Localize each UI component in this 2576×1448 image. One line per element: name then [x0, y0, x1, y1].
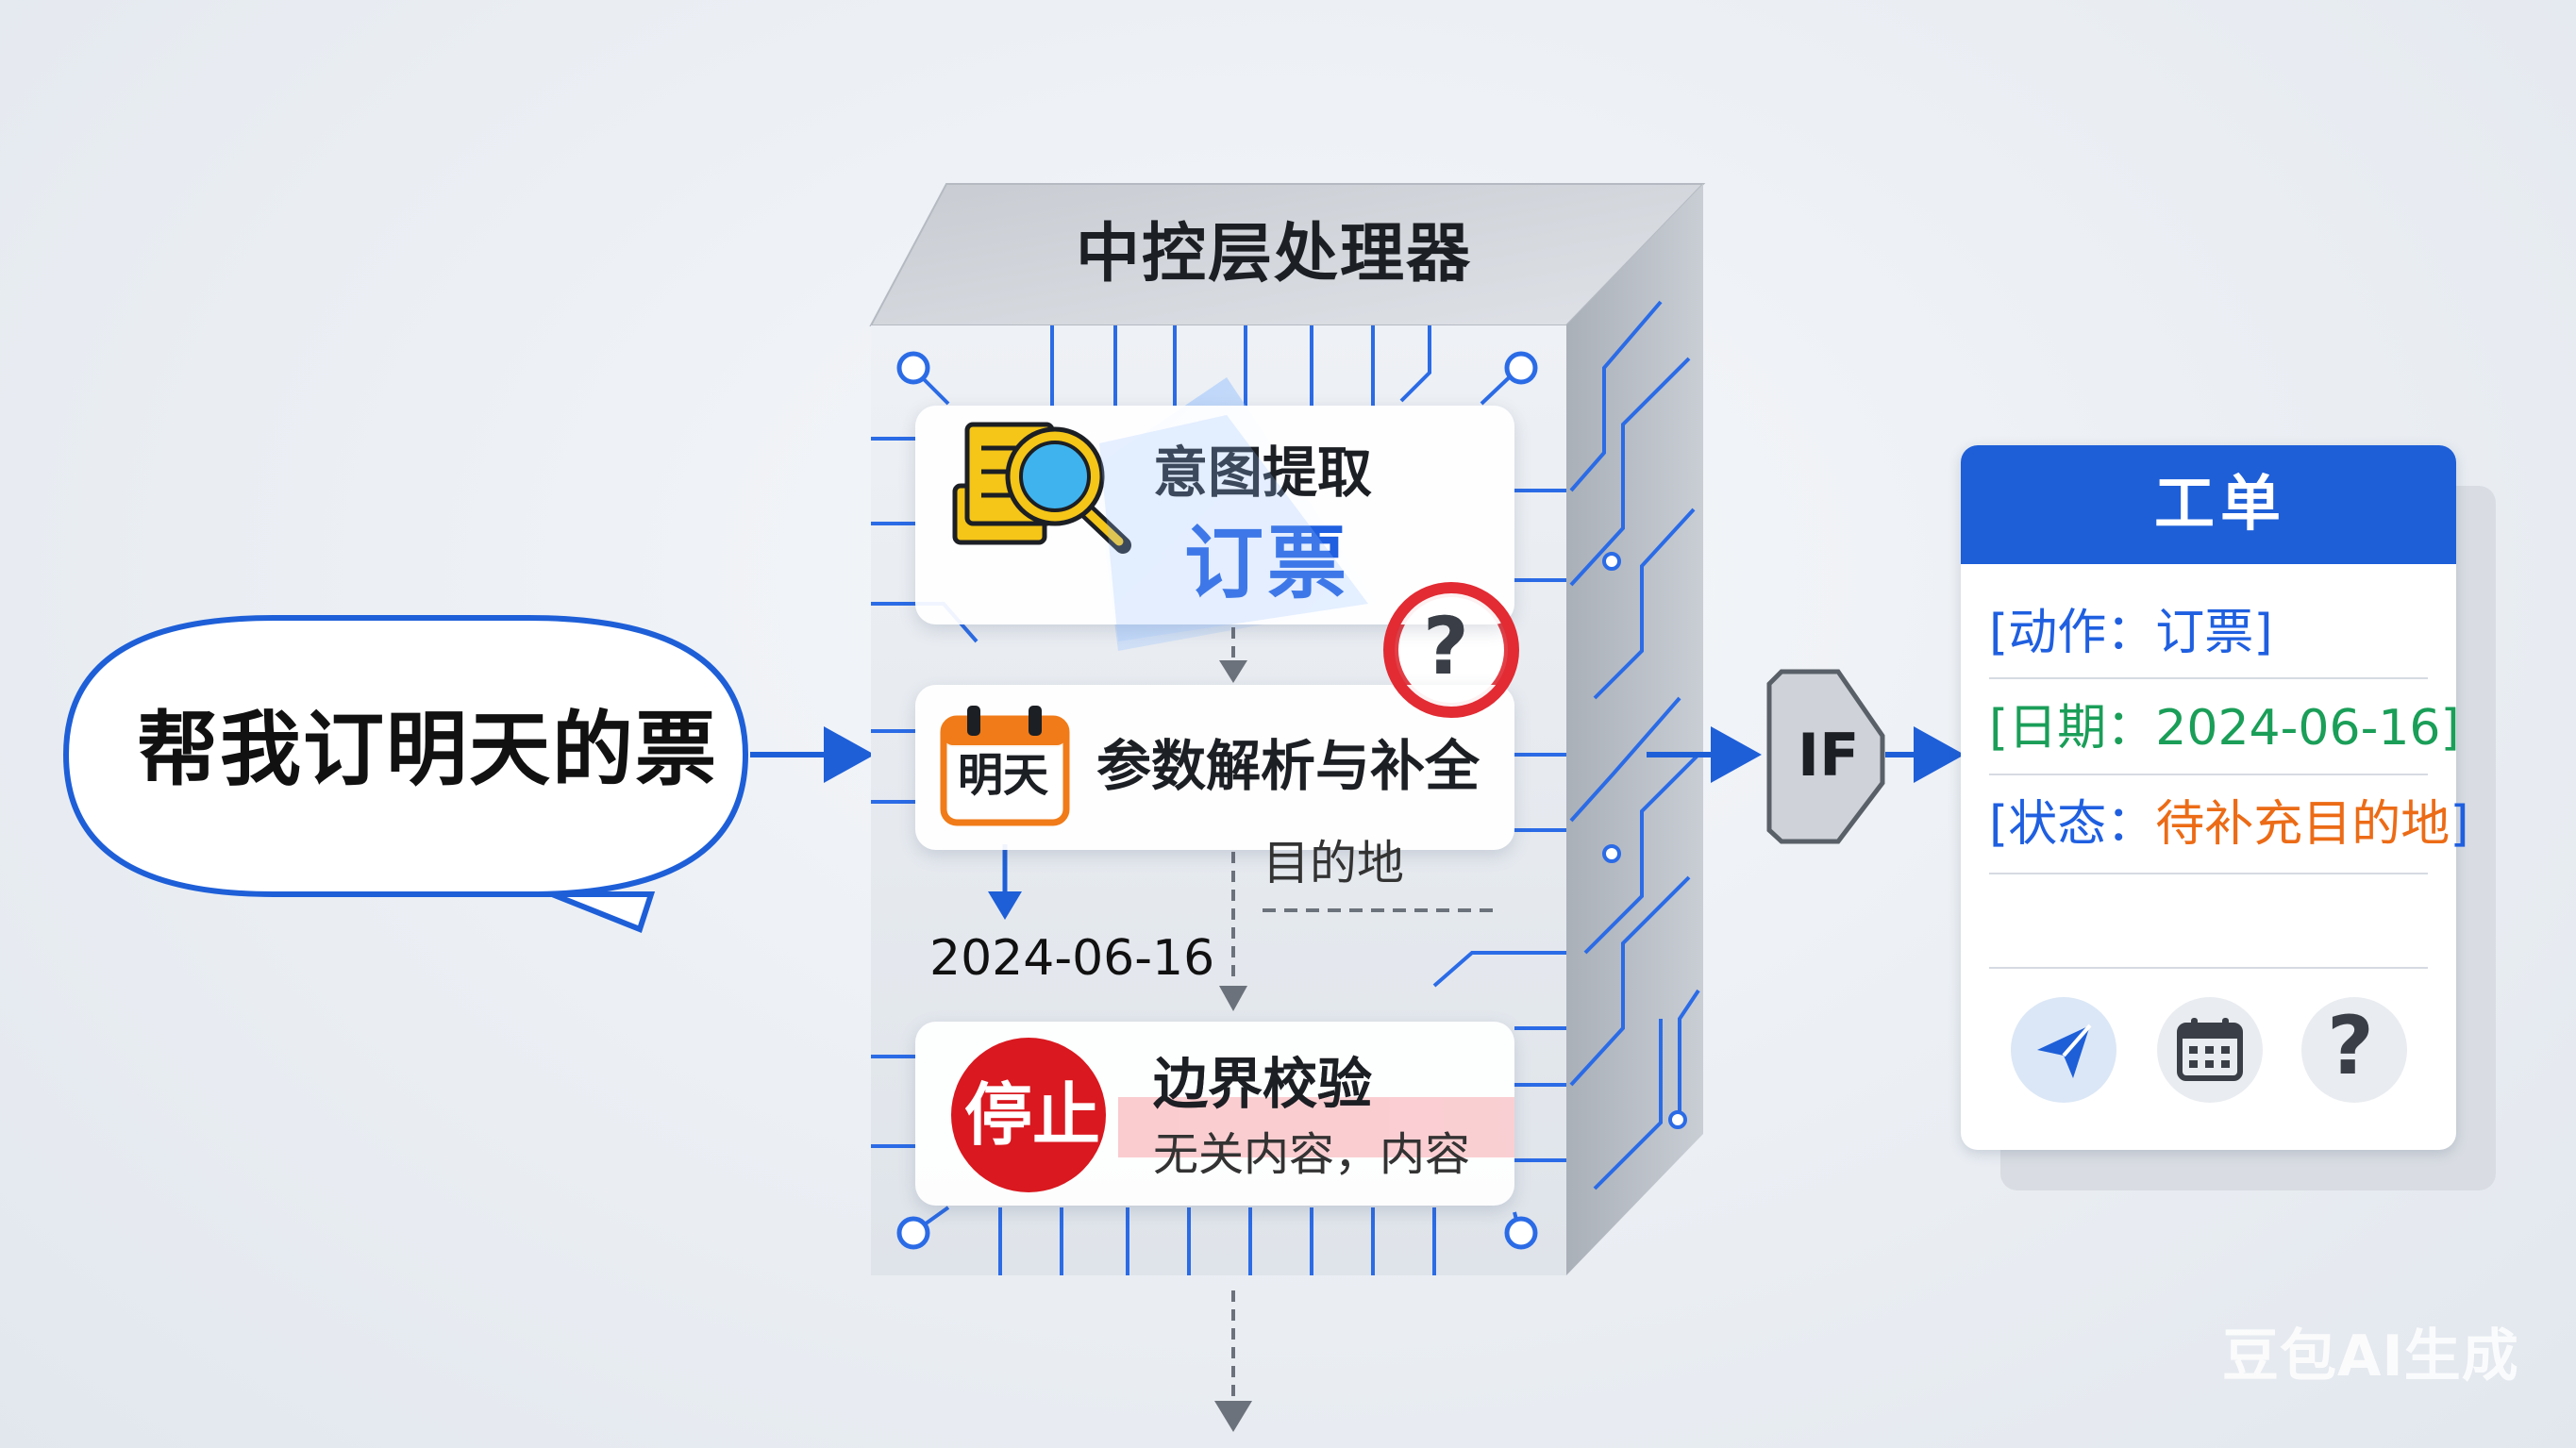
missing-param-label: 目的地 [1263, 836, 1404, 890]
send-icon [2037, 1024, 2092, 1078]
speech-bubble-icon [62, 615, 749, 933]
intent-label: 意图提取 [1153, 441, 1373, 505]
ticket-divider [1989, 967, 2428, 969]
stop-label-top: 停止 [964, 1075, 1101, 1155]
calendar-icon [2177, 1018, 2243, 1081]
question-glyph-top: ? [1423, 600, 1469, 692]
flow-arrows [988, 627, 1500, 1432]
question-icon: ? [2327, 999, 2374, 1093]
ticket-divider [1989, 873, 2428, 874]
ticket-row-status: [状态：待补充目的地] [1989, 796, 2469, 853]
boundary-note: 无关内容，内容 [1153, 1128, 1471, 1181]
intent-value: 订票 [1184, 517, 1351, 609]
calendar-text-top: 明天 [958, 749, 1049, 802]
processor-title: 中控层处理器 [1076, 217, 1473, 291]
ticket-row-action: [动作：订票] [1989, 605, 2273, 661]
calendar-button[interactable] [2157, 997, 2263, 1103]
boundary-note-top: 无关内容，内容 [1153, 1128, 1471, 1181]
if-gate-shape [1766, 669, 1885, 844]
watermark: 豆包AI生成 [2222, 1323, 2519, 1390]
if-gate-label: IF [1798, 721, 1860, 790]
send-button[interactable] [2011, 997, 2116, 1103]
params-label: 参数解析与补全 [1096, 734, 1480, 798]
resolved-date: 2024-06-16 [929, 930, 1215, 987]
ticket-title: 工单 [2154, 470, 2286, 540]
boundary-label-top: 边界校验 [1153, 1052, 1373, 1116]
ticket-row-date: [日期：2024-06-16] [1989, 700, 2460, 757]
ticket-divider [1989, 774, 2428, 775]
ticket-divider [1989, 677, 2428, 679]
user-utterance: 帮我订明天的票 [137, 703, 718, 797]
help-button[interactable] [2301, 997, 2407, 1103]
boundary-label: 边界校验 [1153, 1052, 1373, 1116]
ticket-header [1961, 445, 2456, 564]
